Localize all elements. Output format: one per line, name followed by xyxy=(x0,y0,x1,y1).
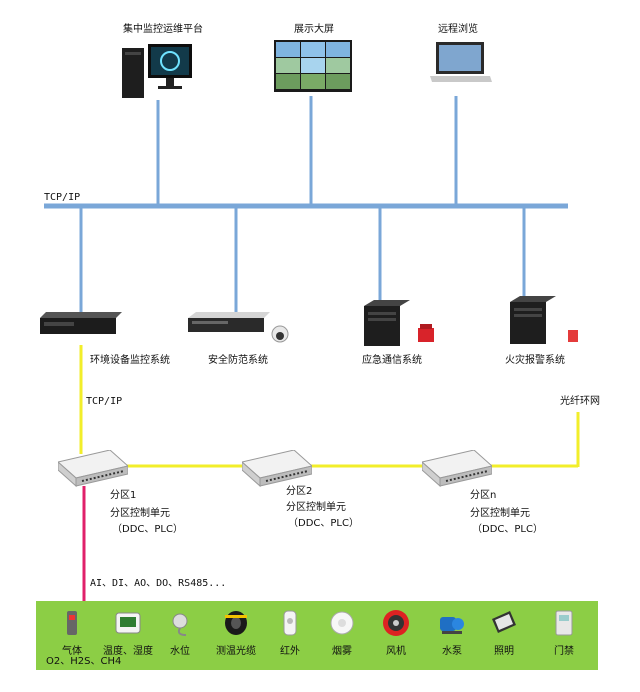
controller-icon xyxy=(58,450,128,488)
system-label-env: 环境设备监控系统 xyxy=(90,355,170,366)
remote-label: 远程浏览 xyxy=(438,24,478,35)
zone-n-name: 分区n xyxy=(470,490,497,501)
sensor-label: 水泵 xyxy=(442,646,462,657)
fiber-cable-icon xyxy=(225,611,247,635)
controller-icon xyxy=(242,450,312,488)
light-icon xyxy=(492,611,516,633)
sensor-label: 测温光缆 xyxy=(216,646,256,657)
system-label-comm: 应急通信系统 xyxy=(362,355,422,366)
sensor-label: 红外 xyxy=(280,646,300,657)
security-device xyxy=(188,312,294,346)
zone-controller-2 xyxy=(242,450,312,488)
sensor-label: 门禁 xyxy=(554,646,574,657)
infrared-sensor-icon xyxy=(283,610,297,636)
tower-server-alarm-icon xyxy=(510,296,578,344)
zone-1-unit: 分区控制单元 xyxy=(110,508,170,519)
platform-label: 集中监控运维平台 xyxy=(123,24,203,35)
gas-types: O2、H2S、CH4 xyxy=(46,656,122,667)
system-label-fire: 火灾报警系统 xyxy=(505,355,565,366)
sensor-water-level: 水位 xyxy=(160,606,200,668)
smoke-detector-icon xyxy=(330,611,354,635)
system-label-security: 安全防范系统 xyxy=(208,355,268,366)
sensor-fan: 风机 xyxy=(376,606,416,668)
gas-detector-icon xyxy=(67,611,77,635)
monitoring-platform-computer xyxy=(122,42,194,100)
sensor-access-control: 门禁 xyxy=(544,606,584,668)
controller-icon xyxy=(422,450,492,488)
remote-laptop xyxy=(430,42,492,88)
sensor-pump: 水泵 xyxy=(432,606,472,668)
zone-2-type: （DDC、PLC） xyxy=(288,518,359,529)
sensor-smoke: 烟雾 xyxy=(322,606,362,668)
sensor-fiber-cable: 测温光缆 xyxy=(216,606,256,668)
sensor-label: 烟雾 xyxy=(332,646,352,657)
nvr-camera-icon xyxy=(188,312,289,343)
display-label: 展示大屏 xyxy=(294,24,334,35)
display-wall xyxy=(274,40,352,92)
zone-1-name: 分区1 xyxy=(110,490,137,501)
rack-server-icon xyxy=(40,312,122,334)
zone-1-type: （DDC、PLC） xyxy=(112,524,183,535)
desktop-computer-icon xyxy=(122,44,192,98)
sensor-label: 温度、湿度 xyxy=(103,646,153,657)
sensor-label: 水位 xyxy=(170,646,190,657)
bus-label: TCP/IP xyxy=(44,192,81,203)
zone-controller-n xyxy=(422,450,492,488)
fire-device xyxy=(510,296,582,346)
sensor-infrared: 红外 xyxy=(270,606,310,668)
video-wall-icon xyxy=(274,40,352,92)
thermometer-hygrometer-icon xyxy=(115,612,141,634)
fan-icon xyxy=(383,610,409,636)
sensor-lighting: 照明 xyxy=(484,606,524,668)
tower-server-phone-icon xyxy=(364,300,434,346)
zone-controller-1 xyxy=(58,450,128,488)
comm-device xyxy=(364,300,436,346)
sensor-label: 风机 xyxy=(386,646,406,657)
zone-n-unit: 分区控制单元 xyxy=(470,508,530,519)
laptop-icon xyxy=(430,42,492,82)
access-control-icon xyxy=(555,610,573,636)
env-monitoring-device xyxy=(40,312,122,336)
fiber-label: 光纤环网 xyxy=(560,396,600,407)
link-label: TCP/IP xyxy=(86,396,123,407)
zone-2-name: 分区2 xyxy=(286,486,313,497)
water-level-sensor-icon xyxy=(172,613,188,636)
zone-2-unit: 分区控制单元 xyxy=(286,502,346,513)
sensor-label: 气体 xyxy=(62,646,82,657)
io-label: AI、DI、AO、DO、RS485... xyxy=(90,578,227,589)
sensor-temp-humidity: 温度、湿度 xyxy=(103,606,153,668)
sensor-label: 照明 xyxy=(494,646,514,657)
zone-n-type: （DDC、PLC） xyxy=(472,524,543,535)
sensor-gas: 气体 xyxy=(52,606,92,668)
water-pump-icon xyxy=(440,617,464,634)
